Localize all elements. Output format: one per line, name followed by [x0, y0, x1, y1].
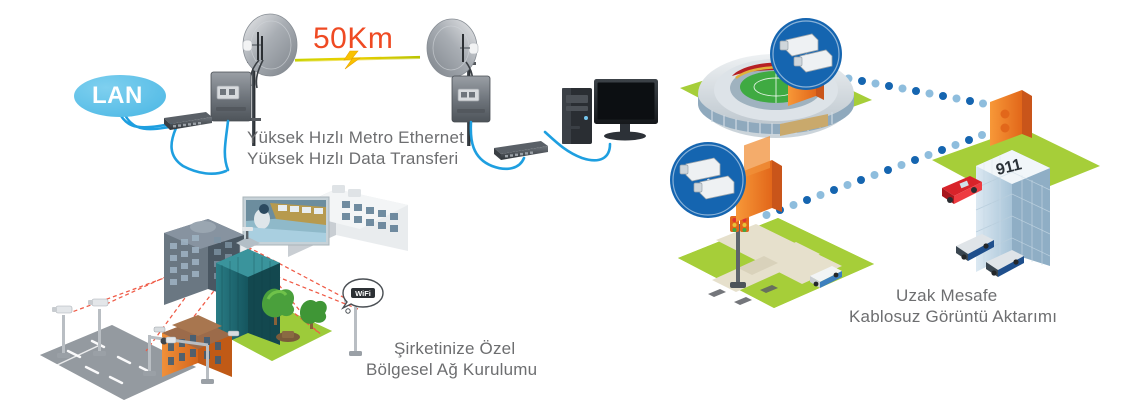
network-switch-right	[494, 141, 548, 160]
caption-metro-ethernet-line2: Yüksek Hızlı Data Transferi	[247, 149, 459, 168]
panel-metro-ethernet: 50Km LAN	[0, 0, 660, 190]
traffic-light	[730, 216, 749, 288]
uzak-mesafe-diagram: 911	[670, 18, 1100, 308]
caption-bolgesel-ag-line2: Bölgesel Ağ Kurulumu	[366, 360, 538, 379]
wireless-dotted-link-bottom	[762, 131, 986, 219]
desktop-tower	[562, 88, 592, 144]
lan-cloud	[74, 75, 166, 117]
wifi-bubble-icon: WiFi	[340, 278, 384, 314]
distance-label: 50Km	[313, 22, 394, 55]
park-trees	[262, 288, 327, 342]
panel-uzak-mesafe: 911	[660, 10, 1130, 310]
orange-building	[153, 315, 240, 377]
building-911-label: 911	[994, 156, 1023, 179]
lan-cloud-label: LAN	[92, 82, 143, 109]
bolgesel-ag-diagram	[39, 185, 408, 400]
cctv-circle-street[interactable]	[670, 142, 746, 218]
police-car-1	[956, 234, 994, 261]
cctv-circle-stadium[interactable]	[770, 18, 842, 90]
highway-gantry	[143, 335, 214, 384]
camera-pole-park	[88, 298, 109, 356]
monitor	[594, 79, 658, 141]
dish-antenna-left	[242, 13, 298, 146]
cctv-camera-icon-lower	[793, 49, 833, 73]
caption-uzak-mesafe-line1: Uzak Mesafe	[896, 286, 998, 305]
svg-text:WiFi: WiFi	[355, 289, 371, 298]
caption-metro-ethernet-line1: Yüksek Hızlı Metro Ethernet	[247, 128, 465, 147]
cctv-camera-icon-lower-2	[693, 175, 735, 200]
stadium-lower-ring	[698, 94, 854, 136]
network-switch-left	[164, 112, 212, 130]
panel-bolgesel-ag: WiFi	[39, 185, 440, 400]
police-car-2	[986, 250, 1024, 277]
antenna-panel-building	[990, 90, 1032, 146]
control-room-photo	[242, 196, 330, 246]
intersection	[678, 135, 874, 308]
wireless-beam-50km	[294, 50, 421, 70]
delivery-truck	[810, 266, 842, 288]
metro-ethernet-diagram	[74, 13, 658, 176]
fire-truck	[942, 176, 982, 204]
street-benches	[708, 285, 778, 305]
camera-pole-left	[52, 305, 73, 358]
radio-unit-left	[210, 71, 252, 122]
caption-bolgesel-ag-line1: Şirketinize Özel	[394, 339, 516, 358]
caption-uzak-mesafe-line2: Kablosuz Görüntü Aktarımı	[849, 307, 1058, 326]
radio-unit-right	[451, 75, 491, 123]
highway	[39, 325, 196, 400]
